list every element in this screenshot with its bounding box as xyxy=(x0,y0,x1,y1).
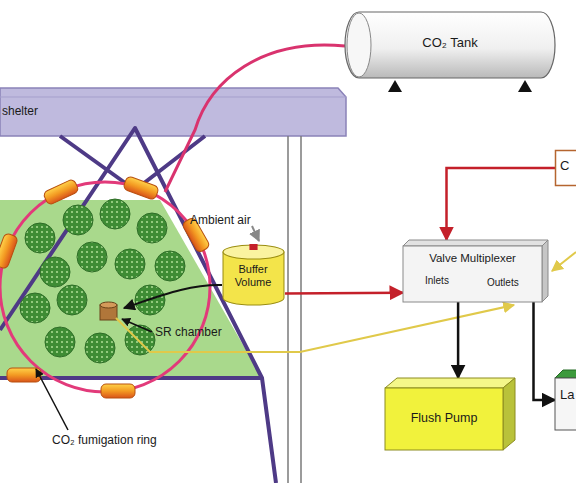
cylinder-top xyxy=(223,245,284,259)
tank-end xyxy=(347,13,371,77)
pipe-connector xyxy=(457,302,460,378)
cylinder-body xyxy=(223,252,284,305)
node-label: Valve Multiplexer xyxy=(407,252,538,265)
node-label: Flush Pump xyxy=(387,411,501,425)
sr-leader xyxy=(122,319,152,332)
plant xyxy=(100,199,130,229)
pipe-connector xyxy=(285,291,403,294)
valve-multiplexer: Valve MultiplexerInlets Outlets xyxy=(403,240,548,302)
controller-box: C xyxy=(555,150,576,186)
plant xyxy=(125,325,155,355)
shelter-label-box: shelter xyxy=(2,103,75,125)
part-label: Ambient air xyxy=(190,214,251,228)
tank-foot xyxy=(388,80,402,92)
analyzer-box: La xyxy=(555,370,576,430)
part-label: SR chamber xyxy=(155,326,222,340)
release-pipe xyxy=(101,384,135,398)
node-label: CO₂ Tank xyxy=(365,36,535,51)
pipe-connector xyxy=(447,168,556,240)
buffer-outlet-line xyxy=(124,285,222,308)
box-top xyxy=(403,240,548,246)
roof-edge xyxy=(0,97,346,98)
node-label: La xyxy=(560,388,576,403)
plant xyxy=(137,213,167,243)
plant xyxy=(115,249,145,279)
plant xyxy=(20,293,50,323)
plant xyxy=(77,242,107,272)
node-label: Buffer Volume xyxy=(224,263,282,288)
port-label: Outlets xyxy=(487,277,539,289)
plant xyxy=(45,327,75,357)
box-outline xyxy=(556,151,576,186)
node-label: shelter xyxy=(2,105,72,119)
plant xyxy=(155,251,185,281)
box-front xyxy=(385,388,503,450)
plant xyxy=(85,333,115,363)
box-side xyxy=(542,240,548,302)
release-pipes xyxy=(0,176,211,398)
release-pipe xyxy=(43,178,80,205)
frame xyxy=(0,128,276,483)
tank-body xyxy=(345,12,555,78)
release-pipe xyxy=(123,176,160,201)
sr-chamber-top xyxy=(100,302,117,308)
buffer-cylinder: Buffer Volume xyxy=(222,244,285,306)
flush-pump: Flush Pump xyxy=(385,378,515,450)
sample-line xyxy=(116,305,514,352)
plant xyxy=(57,285,87,315)
gas-tank: CO₂ Tank xyxy=(345,10,555,80)
shelter-roof xyxy=(0,88,346,136)
port-label: Inlets xyxy=(425,275,469,287)
box-front xyxy=(555,378,576,430)
cylinder-port xyxy=(249,244,257,250)
node-shape xyxy=(403,240,548,302)
box-top xyxy=(385,378,515,388)
plant xyxy=(63,205,93,235)
shelter-post xyxy=(287,136,289,483)
tank-foot xyxy=(518,80,532,92)
release-pipe xyxy=(0,233,18,270)
box-front xyxy=(403,246,542,302)
part-label: CO₂ fumigation ring xyxy=(52,434,157,448)
shelter-post xyxy=(300,136,302,483)
fumigation-ring xyxy=(0,182,210,392)
pipe-connector xyxy=(534,302,556,400)
plant xyxy=(40,257,70,287)
plant xyxy=(25,223,55,253)
box-side xyxy=(503,378,515,450)
sample-line xyxy=(552,252,576,271)
co2-pipe xyxy=(165,45,345,192)
ring-leader xyxy=(36,369,68,430)
node-label: C xyxy=(560,159,576,174)
ambient-air-arrow xyxy=(252,226,259,241)
box-top xyxy=(555,370,576,378)
